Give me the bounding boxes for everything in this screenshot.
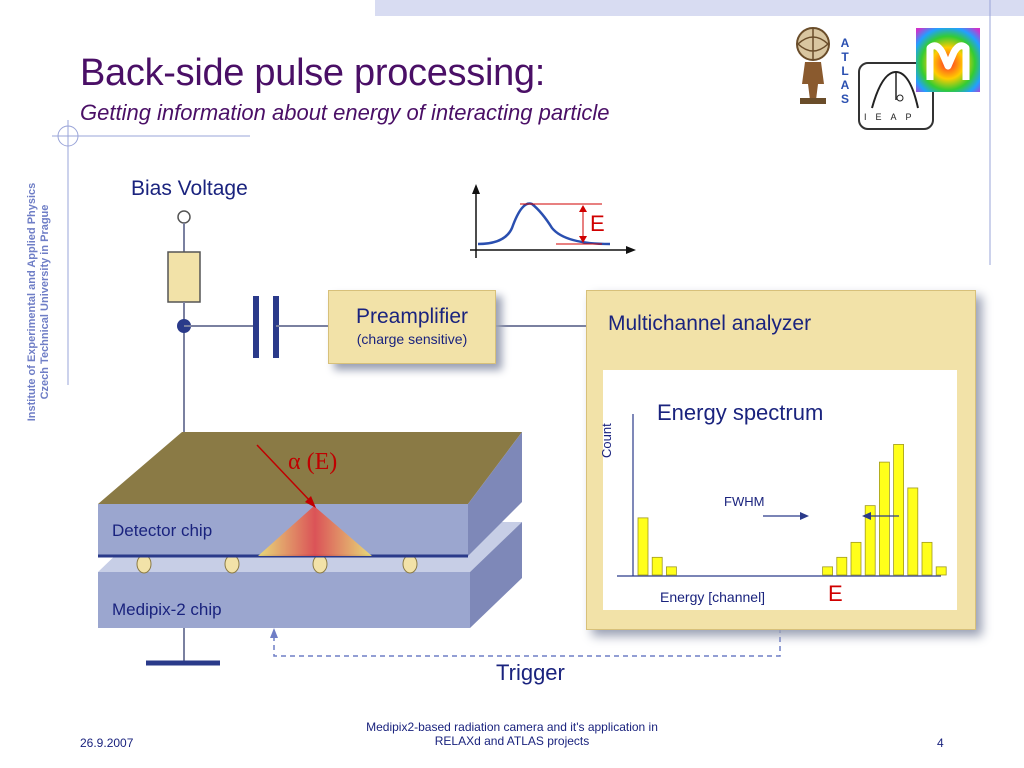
bias-terminal bbox=[177, 210, 191, 224]
preamplifier-title: Preamplifier bbox=[355, 305, 469, 328]
bump-bond bbox=[312, 554, 328, 574]
bump-bond bbox=[136, 554, 152, 574]
atlas-logo-text: A T L A S bbox=[838, 36, 852, 106]
bump-bond bbox=[402, 554, 418, 574]
preamplifier-subtitle: (charge sensitive) bbox=[356, 331, 468, 347]
atlas-letter: S bbox=[840, 92, 849, 106]
preamplifier-box: Preamplifier (charge sensitive) bbox=[328, 290, 496, 364]
bias-voltage-label: Bias Voltage bbox=[131, 177, 248, 200]
trigger-line bbox=[273, 628, 781, 657]
spectrum-bar bbox=[935, 566, 947, 576]
medipix-chip-side bbox=[470, 522, 522, 628]
atlas-statue-logo bbox=[796, 27, 830, 104]
medipix-chip-label: Medipix-2 chip bbox=[112, 600, 222, 619]
top-decoration-bar bbox=[375, 0, 1024, 16]
detector-chip-label: Detector chip bbox=[112, 521, 213, 540]
spectrum-bar bbox=[907, 487, 919, 576]
spectrum-peak-label: E bbox=[828, 581, 843, 606]
fwhm-label: FWHM bbox=[724, 494, 765, 509]
medipix-chip-front bbox=[98, 572, 470, 628]
spectrum-bar bbox=[666, 566, 677, 576]
spectrum-y-label: Count bbox=[599, 423, 614, 458]
energy-spectrum-chart bbox=[617, 414, 947, 577]
spectrum-bar bbox=[921, 541, 933, 576]
bump-bond bbox=[224, 554, 240, 574]
footer-title: Medipix2-based radiation camera and it's… bbox=[312, 720, 712, 748]
detector-chip-top bbox=[98, 432, 522, 504]
resistor bbox=[167, 251, 201, 303]
spectrum-title: Energy spectrum bbox=[657, 400, 824, 425]
arrowhead bbox=[626, 246, 636, 254]
alpha-particle-label: α (E) bbox=[288, 449, 338, 475]
arrowhead bbox=[579, 236, 587, 243]
ieap-letters: IEAP bbox=[864, 112, 921, 122]
arrowhead bbox=[472, 184, 480, 194]
arrowhead bbox=[579, 205, 587, 212]
footer-title-line1: Medipix2-based radiation camera and it's… bbox=[366, 720, 658, 734]
trigger-label: Trigger bbox=[496, 660, 565, 685]
footer-title-line2: RELAXd and ATLAS projects bbox=[434, 734, 590, 748]
footer-page-number: 4 bbox=[937, 736, 944, 750]
spectrum-bar bbox=[651, 556, 663, 576]
arrowhead bbox=[305, 496, 316, 508]
charge-cloud bbox=[258, 506, 372, 556]
spectrum-bar bbox=[822, 566, 834, 576]
atlas-letter: T bbox=[841, 50, 849, 64]
spectrum-bar bbox=[637, 517, 649, 576]
pulse-energy-label: E bbox=[590, 211, 605, 236]
arrowhead bbox=[270, 628, 278, 638]
spectrum-bar bbox=[836, 556, 848, 576]
spectrum-bar bbox=[850, 541, 862, 576]
spectrum-bar bbox=[878, 461, 890, 576]
slide-title: Back-side pulse processing: bbox=[80, 52, 546, 94]
multichannel-analyzer-title: Multichannel analyzer bbox=[608, 312, 812, 335]
arrowhead bbox=[800, 512, 809, 520]
alpha-arrow bbox=[256, 444, 313, 504]
footer-date: 26.9.2007 bbox=[80, 736, 134, 750]
spectrum-bar bbox=[864, 505, 876, 576]
detector-chip-side bbox=[468, 432, 522, 556]
medipix-logo bbox=[916, 28, 980, 92]
spectrum-bar bbox=[893, 444, 905, 576]
arrowhead bbox=[862, 512, 871, 520]
ieap-logo-mark bbox=[871, 70, 919, 109]
atlas-letter: A bbox=[840, 78, 850, 92]
slide-subtitle: Getting information about energy of inte… bbox=[80, 100, 610, 125]
atlas-letter: A bbox=[840, 36, 850, 50]
atlas-letter: L bbox=[841, 64, 849, 78]
spectrum-x-label: Energy [channel] bbox=[660, 589, 766, 605]
